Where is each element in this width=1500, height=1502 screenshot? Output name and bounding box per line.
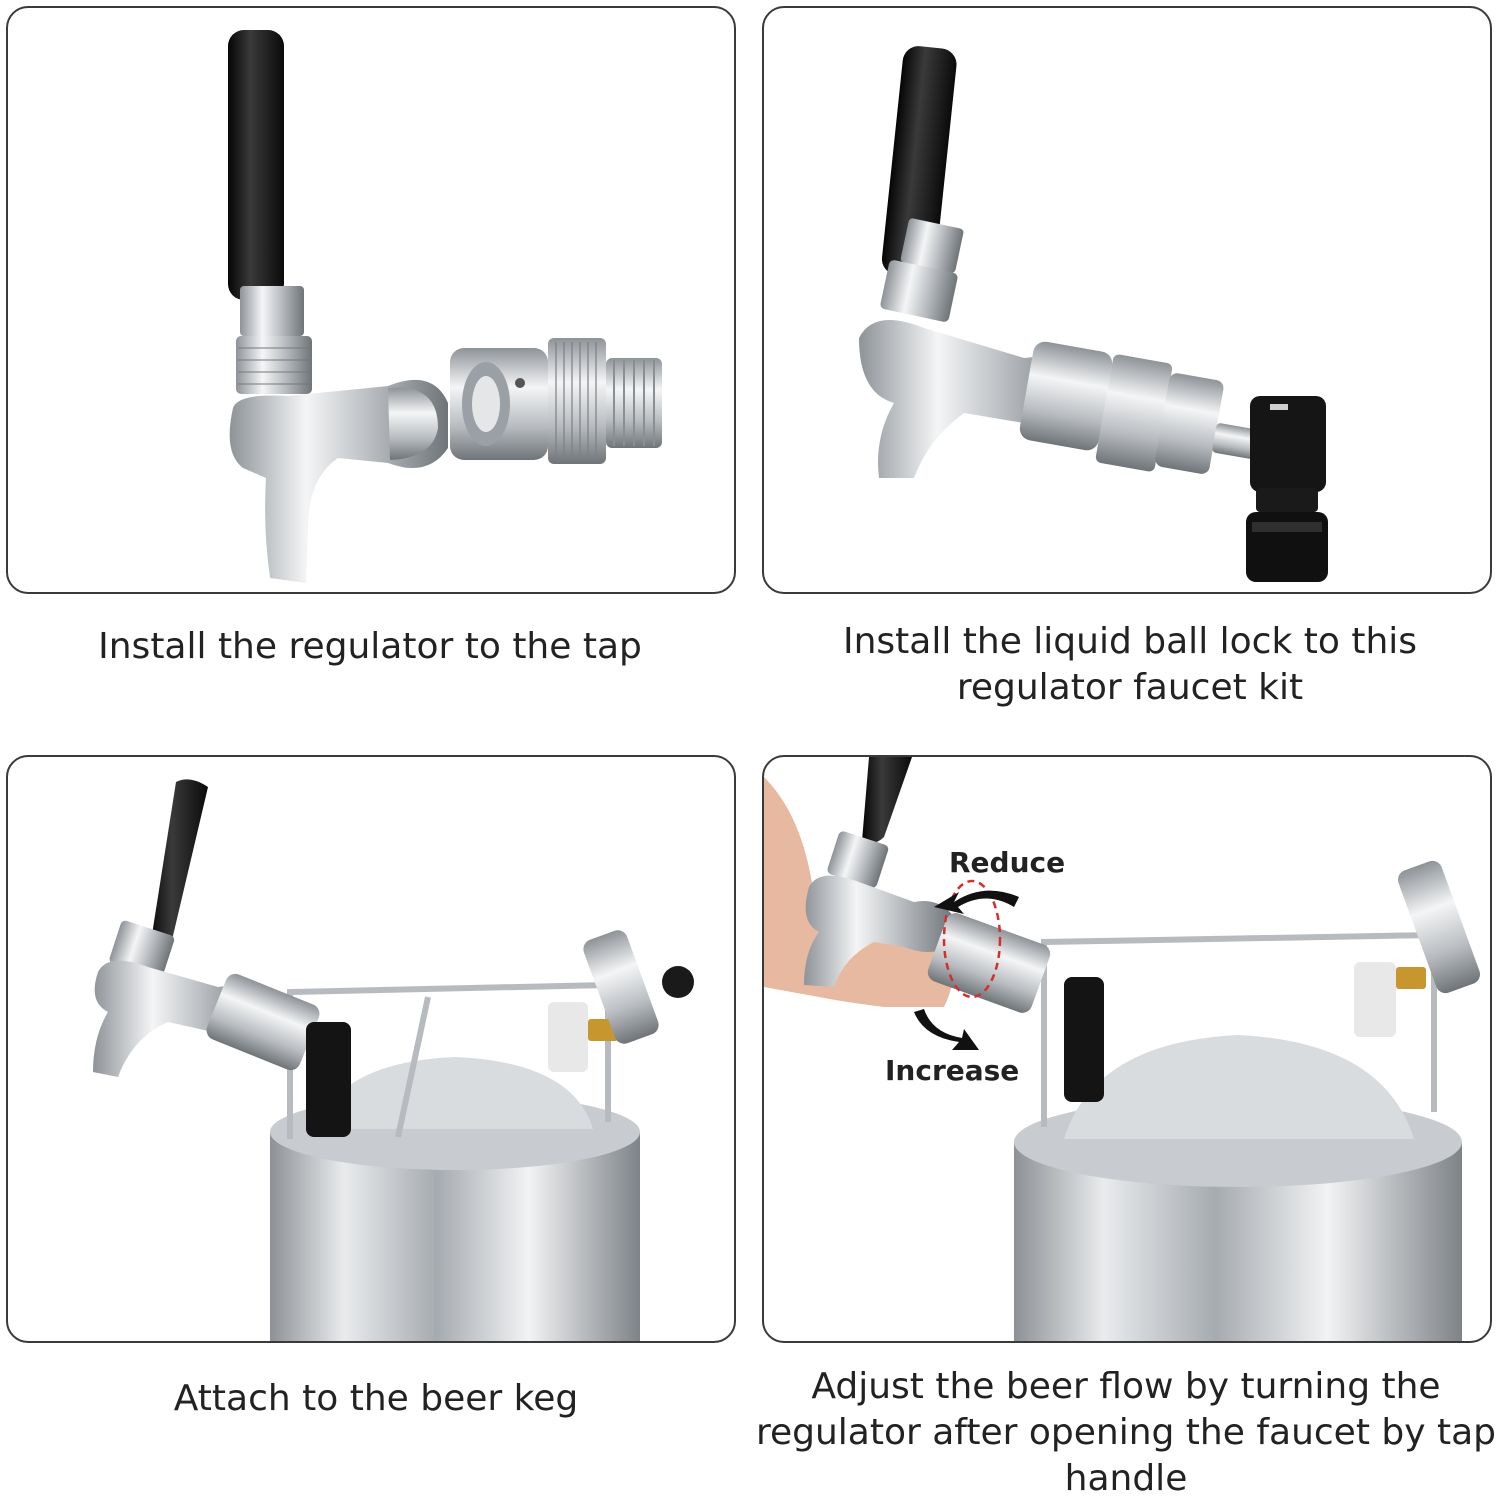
brass-fitting (1396, 967, 1426, 989)
step-2-caption: Install the liquid ball lock to this reg… (842, 621, 1418, 708)
increase-label: Increase (885, 1054, 1020, 1087)
regulator (206, 973, 320, 1071)
handle-collar (900, 218, 964, 273)
step-1-caption: Install the regulator to the tap (98, 626, 642, 667)
tap-handle (228, 30, 284, 300)
reduce-arrow-icon (934, 890, 1019, 914)
regulator-front (1019, 341, 1113, 451)
tap-handle (862, 757, 912, 844)
handle-collar (240, 286, 304, 336)
step-1-image (6, 6, 736, 594)
tap-handle (148, 779, 208, 963)
knurled-nut (827, 831, 889, 888)
faucet-body (93, 960, 263, 1077)
regulator-knurled-ring (1095, 354, 1173, 472)
tap-handle (881, 46, 957, 278)
knurled-nut (880, 260, 958, 322)
step-2-image (762, 6, 1492, 594)
adjusting-regulator-illustration (764, 757, 1481, 1341)
faucet-body (859, 320, 1084, 478)
coupler-stem (1212, 423, 1258, 459)
gas-regulator (1397, 860, 1481, 994)
black-connector (1064, 977, 1104, 1102)
highlight-ring (942, 879, 1002, 999)
gas-regulator (583, 930, 659, 1044)
black-connector (306, 1022, 351, 1137)
faucet-on-keg-illustration (93, 779, 694, 1341)
ball-lock-on-faucet-illustration (859, 46, 1328, 582)
grey-gas-connector (548, 1002, 588, 1072)
regulator-thread (1155, 373, 1224, 474)
reduce-label: Reduce (949, 846, 1066, 879)
knurled-nut (236, 336, 312, 394)
faucet-body (804, 875, 954, 987)
step-4-image: Reduce Increase (762, 755, 1492, 1343)
increase-arrow-icon (914, 1009, 979, 1050)
keg-handle-frame (1041, 931, 1437, 1127)
regulator-knurled-ring (548, 338, 606, 464)
step-4-caption: Adjust the beer flow by turning the regu… (755, 1366, 1497, 1499)
ball-lock-connector (1250, 396, 1326, 492)
tap-and-regulator-illustration (228, 30, 662, 583)
grey-gas-connector (1354, 962, 1396, 1037)
step-3-image (6, 755, 736, 1343)
step-3-caption: Attach to the beer keg (173, 1378, 579, 1419)
